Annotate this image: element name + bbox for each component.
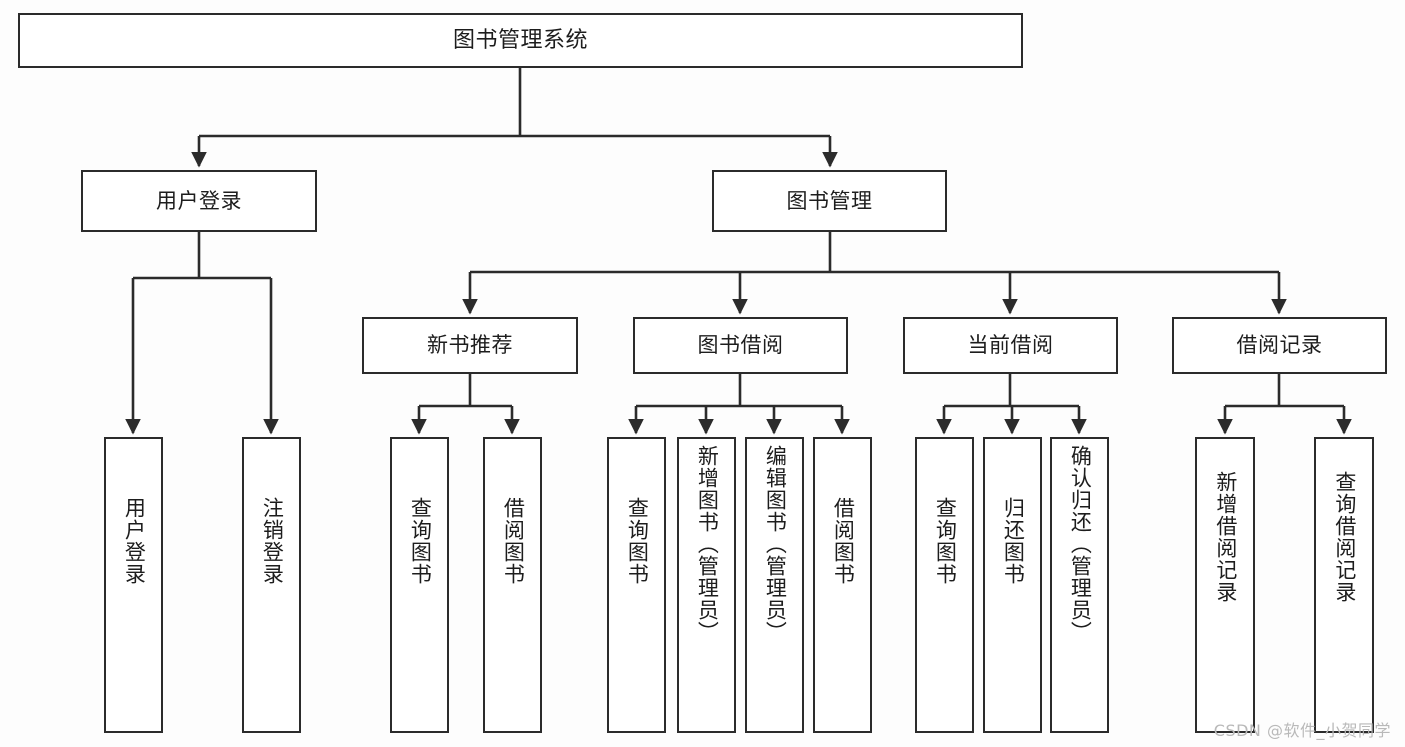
node-user-login-label: 用户登录 (156, 188, 242, 213)
node-leaf-user-login-label: 用户登录 (122, 497, 147, 585)
node-borrow-record[interactable]: 借阅记录 (1172, 317, 1387, 374)
node-leaf-return-book-label: 归还图书 (1001, 497, 1026, 585)
node-book-borrow-label: 图书借阅 (697, 333, 784, 358)
node-leaf-return-book[interactable]: 归还图书 (983, 437, 1042, 733)
node-leaf-user-login[interactable]: 用户登录 (104, 437, 163, 733)
node-leaf-user-logout[interactable]: 注销登录 (242, 437, 301, 733)
node-user-login[interactable]: 用户登录 (81, 170, 317, 232)
node-current-borrow[interactable]: 当前借阅 (903, 317, 1118, 374)
node-leaf-query-book-2-label: 查询图书 (625, 497, 650, 585)
node-leaf-add-borrow-record-label: 新增借阅记录 (1213, 471, 1238, 603)
node-root[interactable]: 图书管理系统 (18, 13, 1023, 68)
node-borrow-record-label: 借阅记录 (1236, 333, 1323, 358)
node-leaf-edit-book-admin[interactable]: 编辑图书（管理员） (745, 437, 804, 733)
node-new-book-recommend-label: 新书推荐 (427, 333, 513, 358)
node-new-book-recommend[interactable]: 新书推荐 (362, 317, 578, 374)
node-leaf-query-borrow-record[interactable]: 查询借阅记录 (1314, 437, 1374, 733)
node-leaf-add-borrow-record[interactable]: 新增借阅记录 (1195, 437, 1255, 733)
node-leaf-user-logout-label: 注销登录 (260, 497, 285, 585)
node-book-borrow[interactable]: 图书借阅 (633, 317, 848, 374)
node-book-manage-label: 图书管理 (786, 188, 873, 213)
node-leaf-confirm-return-admin[interactable]: 确认归还（管理员） (1050, 437, 1109, 733)
node-current-borrow-label: 当前借阅 (967, 333, 1054, 358)
node-leaf-borrow-book-1-label: 借阅图书 (501, 497, 526, 585)
node-leaf-confirm-return-admin-label: 确认归还（管理员） (1068, 445, 1093, 643)
node-leaf-borrow-book-2-label: 借阅图书 (831, 497, 856, 585)
node-leaf-query-book-2[interactable]: 查询图书 (607, 437, 666, 733)
node-root-label: 图书管理系统 (452, 27, 588, 53)
node-leaf-borrow-book-1[interactable]: 借阅图书 (483, 437, 542, 733)
node-leaf-query-borrow-record-label: 查询借阅记录 (1332, 471, 1357, 603)
node-leaf-add-book-admin-label: 新增图书（管理员） (695, 445, 720, 643)
node-leaf-add-book-admin[interactable]: 新增图书（管理员） (677, 437, 736, 733)
node-book-manage[interactable]: 图书管理 (712, 170, 947, 232)
node-leaf-query-book-3-label: 查询图书 (933, 497, 958, 585)
csdn-watermark: CSDN @软件_小贺同学 (1213, 721, 1391, 740)
node-leaf-borrow-book-2[interactable]: 借阅图书 (813, 437, 872, 733)
node-leaf-edit-book-admin-label: 编辑图书（管理员） (763, 445, 788, 643)
node-leaf-query-book-3[interactable]: 查询图书 (915, 437, 974, 733)
node-leaf-query-book-1[interactable]: 查询图书 (390, 437, 449, 733)
node-leaf-query-book-1-label: 查询图书 (408, 497, 433, 585)
